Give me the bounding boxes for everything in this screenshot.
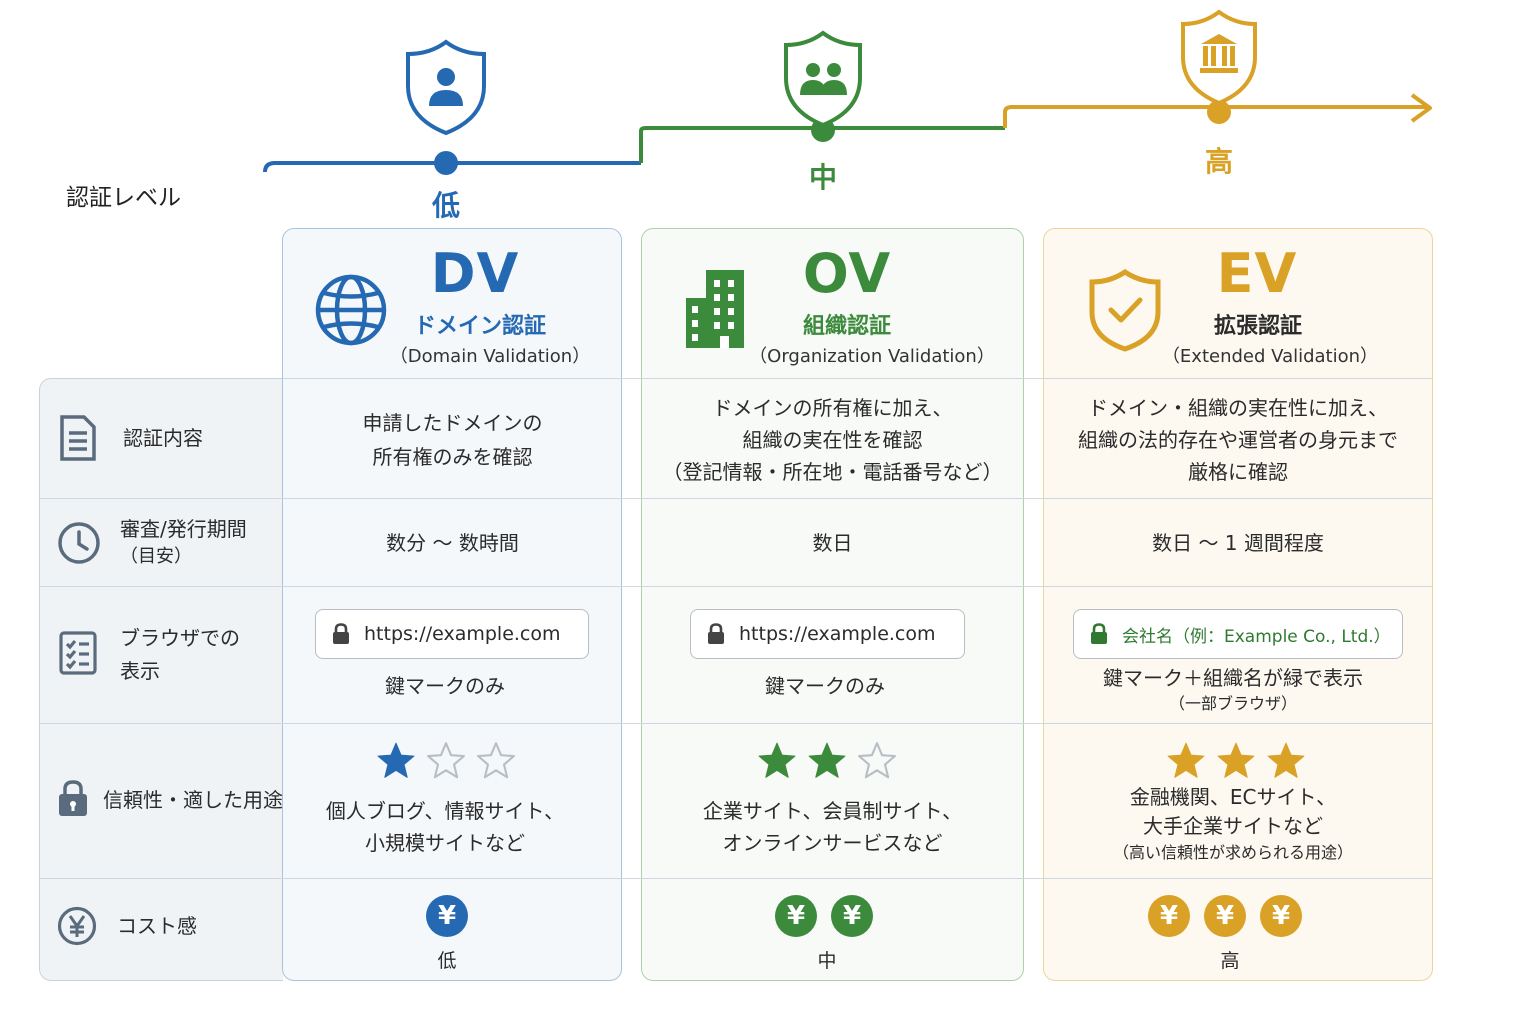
padlock-icon [59,780,87,816]
level-dot-low [434,151,458,175]
ov-abbr: OV [802,242,892,305]
lock-icon [708,623,724,644]
level-name-high: 高 [1204,145,1233,178]
ov-jp-name: 組織認証 [802,314,891,339]
dv-use-cases: 個人ブログ、情報サイト、 小規模サイトなど [325,799,565,855]
ov-issue-time: 数日 [812,531,853,555]
ov-url-text: https://example.com [739,623,936,645]
ov-cost-coins: ¥¥ [775,895,873,937]
level-timeline [263,9,1432,175]
group-shield-icon [784,30,862,128]
star-filled-icon [1167,742,1205,778]
star-filled-icon [808,742,846,778]
ov-rating [757,741,897,779]
lock-icon [1091,623,1107,644]
bank-shield-icon [1181,9,1257,106]
ov-browser-note: 鍵マークのみ [765,674,885,698]
ev-url-text: 会社名（例：Example Co., Ltd.） [1122,626,1391,647]
level-dot-high [1207,100,1231,124]
ev-browser-note: 鍵マーク＋組織名が緑で表示 （一部ブラウザ） [1103,666,1363,713]
dv-rating [376,741,516,779]
star-empty-icon [427,742,465,779]
row-label-browser: ブラウザでの 表示 [120,626,240,683]
ev-url-bar: 会社名（例：Example Co., Ltd.） [1073,609,1403,659]
yen-coin-icon: ¥ [1260,895,1302,937]
ev-column [1043,228,1433,981]
building-icon [686,270,744,348]
ov-use-cases: 企業サイト、会員制サイト、 オンラインサービスなど [702,799,963,855]
checklist-icon [59,631,97,675]
ev-rating [1166,741,1306,779]
dv-issue-time: 数分 〜 数時間 [386,531,519,555]
level-name-mid: 中 [808,161,837,194]
ev-issue-time: 数日 〜 1 週間程度 [1152,531,1324,555]
person-shield-icon [406,39,486,136]
star-empty-icon [477,742,515,779]
row-divider [283,378,1433,379]
globe-icon [315,274,387,346]
clock-icon [58,522,100,564]
dv-cost-coins: ¥ [426,895,468,937]
ov-cost-label: 中 [817,950,837,972]
star-filled-icon [1217,742,1255,778]
dv-browser-note: 鍵マークのみ [385,674,505,698]
ev-use-cases: 金融機関、ECサイト、 大手企業サイトなど （高い信頼性が求められる用途） [1112,785,1353,862]
ev-en-name: （Extended Validation） [1161,346,1379,367]
star-empty-icon [858,742,896,779]
ev-cost-coins: ¥ ¥ ¥ [1148,895,1302,937]
ev-cost-label: 高 [1220,950,1240,972]
dv-url-bar: https://example.com [315,609,589,659]
row-divider [40,498,1433,499]
yen-coin-icon: ¥ [831,895,873,937]
yen-coin-icon: ¥ [1148,895,1190,937]
ov-column [641,228,1024,981]
level-line-mid [639,126,1005,163]
dv-column [282,228,622,981]
yen-coin-icon: ¥ [1204,895,1246,937]
row-divider [40,878,1433,879]
dv-abbr: DV [430,242,520,305]
row-label-trust: 信頼性・適した用途 [103,788,283,812]
row-label-cost: コスト感 [117,914,197,938]
level-line-high [1003,105,1428,128]
ev-jp-name: 拡張認証 [1213,314,1302,339]
star-filled-icon [758,742,796,778]
level-axis-label: 認証レベル [66,185,181,211]
yen-coin-icon: ¥ [426,895,468,937]
star-filled-icon [1267,742,1305,778]
row-divider [40,586,1433,587]
yen-coin-icon: ¥ [775,895,817,937]
ev-abbr: EV [1216,242,1298,305]
ov-url-bar: https://example.com [690,609,965,659]
level-line-low [263,161,641,173]
row-label-auth-content: 認証内容 [123,426,203,450]
dv-auth-content: 申請したドメインの 所有権のみを確認 [362,411,543,469]
level-name-low: 低 [431,189,460,222]
document-icon [60,415,96,461]
lock-icon [333,623,349,644]
yen-icon [57,906,97,946]
shield-check-icon [1089,268,1161,352]
dv-jp-name: ドメイン認証 [413,314,546,339]
level-arrow-head [1410,93,1432,123]
row-label-issue-time: 審査/発行期間 （目安） [120,517,247,567]
ev-auth-content: ドメイン・組織の実在性に加え、 組織の法的存在や運営者の身元まで 厳格に確認 [1078,396,1398,484]
ov-en-name: （Organization Validation） [749,346,995,367]
star-filled-icon [377,742,415,778]
dv-en-name: （Domain Validation） [389,346,591,367]
row-divider [40,723,1433,724]
ov-auth-content: ドメインの所有権に加え、 組織の実在性を確認 （登記情報・所在地・電話番号など） [662,396,1003,484]
dv-cost-label: 低 [437,950,457,972]
row-label-column [39,378,283,981]
dv-url-text: https://example.com [364,623,561,645]
